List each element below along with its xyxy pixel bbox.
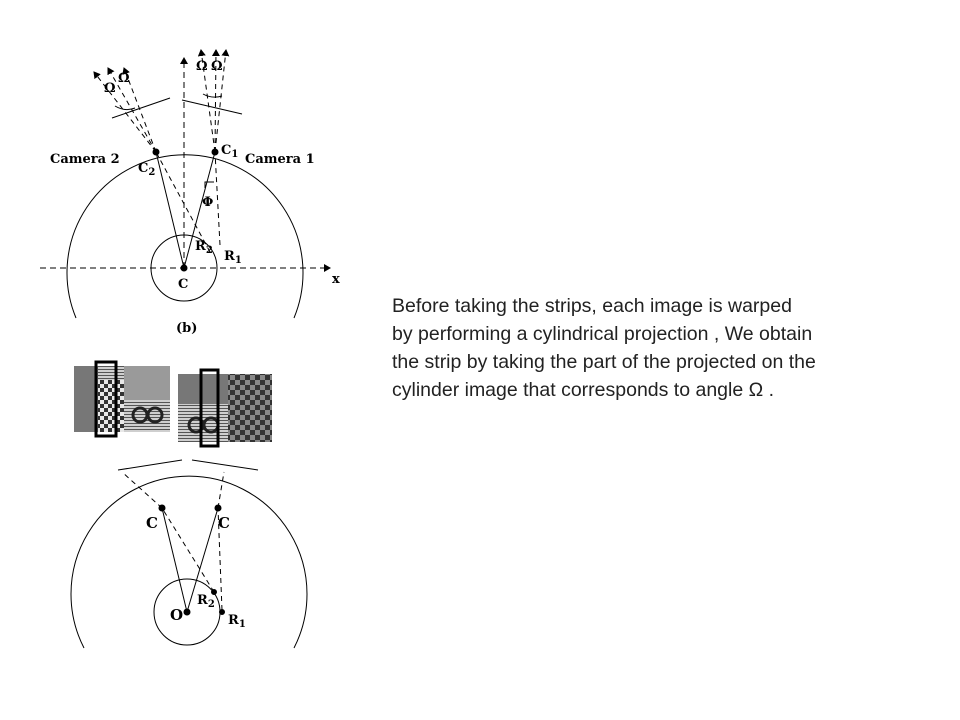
label-c-left: C — [146, 514, 158, 532]
caption-line-4: cylinder image that corresponds to angle… — [392, 379, 775, 401]
caption-text: Before taking the strips, each image is … — [392, 292, 952, 404]
caption-line-2: by performing a cylindrical projection ,… — [392, 323, 813, 345]
label-center-c: C — [178, 277, 188, 292]
outer-circle-arc-2 — [70, 475, 308, 649]
omega-arc-camera1 — [202, 93, 223, 98]
label-omega-2: Ω — [118, 71, 130, 86]
caption-line-3: the strip by taking the part of the proj… — [392, 351, 816, 373]
label-r1-c: R1 — [228, 613, 246, 630]
label-r1: R1 — [224, 249, 242, 266]
label-r2: R2 — [195, 239, 213, 256]
center-o-dot — [183, 608, 191, 616]
camera2-image-plane — [111, 97, 171, 119]
camera1-ray-2 — [211, 49, 220, 153]
ray-r2-c2 — [155, 151, 211, 253]
camera1-ray-1 — [197, 49, 216, 153]
figure-c-labels: C C O R2 R1 — [146, 514, 246, 630]
label-c1: C1 — [221, 143, 238, 160]
label-omega-3: Ω — [196, 59, 208, 74]
ray-c-c2 — [155, 151, 185, 269]
point-c1-dot — [211, 148, 219, 156]
ray-o-left — [161, 507, 188, 613]
ray-c-c1 — [183, 151, 216, 269]
phi-angle-marker — [204, 181, 214, 188]
omega-arc-camera2 — [114, 105, 136, 111]
figure-b — [40, 49, 331, 319]
label-camera-2: Camera 2 — [50, 152, 120, 167]
camera2-ray-1 — [93, 71, 157, 153]
r1-dot — [219, 609, 225, 615]
figure-b-labels: Camera 2 Camera 1 C2 C1 C R2 R1 x Φ Ω Ω … — [50, 59, 340, 336]
camera2-ray-3 — [122, 67, 157, 153]
label-r2-c: R2 — [197, 593, 215, 610]
label-omega-4: Ω — [211, 59, 223, 74]
panel-label-b: (b) — [176, 321, 197, 336]
camera2-ray-2 — [107, 67, 157, 153]
projected-image-right — [178, 368, 272, 448]
ray-r2-left — [161, 507, 215, 593]
point-right-dot — [214, 504, 222, 512]
label-c2: C2 — [138, 161, 155, 178]
outer-circle-arc — [66, 154, 304, 319]
ray-r1-c1 — [214, 151, 221, 246]
strip-images — [74, 360, 272, 448]
center-dot — [180, 264, 188, 272]
ray-right-dashed — [217, 471, 225, 509]
caption-line-1: Before taking the strips, each image is … — [392, 295, 792, 317]
ray-o-right — [186, 507, 219, 613]
label-camera-1: Camera 1 — [245, 152, 315, 167]
camera1-ray-3 — [214, 49, 230, 153]
ray-left-dashed — [121, 471, 163, 509]
label-phi: Φ — [202, 195, 213, 210]
point-left-dot — [158, 504, 166, 512]
projected-image-left — [74, 360, 170, 438]
label-c-right: C — [218, 514, 230, 532]
image-plane-right — [191, 459, 259, 471]
camera1-image-plane — [181, 99, 243, 115]
r2-dot — [211, 589, 217, 595]
point-c2-dot — [152, 148, 160, 156]
ray-r1-right — [217, 507, 223, 611]
figure-c — [70, 459, 308, 649]
label-center-o: O — [170, 606, 183, 624]
label-x-axis: x — [332, 272, 340, 287]
image-plane-left — [117, 459, 183, 471]
label-omega-1: Ω — [104, 81, 116, 96]
